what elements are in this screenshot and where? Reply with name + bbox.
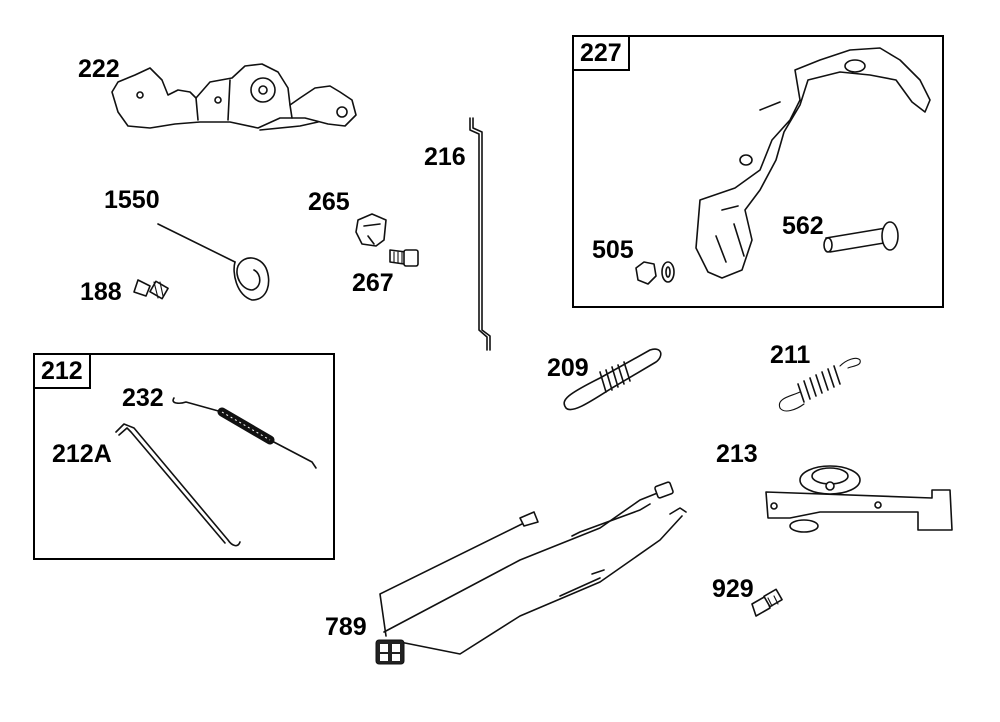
label-188: 188 bbox=[80, 278, 122, 306]
label-265: 265 bbox=[308, 188, 350, 216]
group-box-212: 212 bbox=[33, 353, 335, 560]
label-216: 216 bbox=[424, 143, 466, 171]
group-box-227-label: 227 bbox=[574, 37, 630, 71]
part-216-rod[interactable] bbox=[469, 117, 491, 351]
label-929: 929 bbox=[712, 575, 754, 603]
part-1550-spring[interactable] bbox=[157, 223, 270, 301]
part-789-wire-harness[interactable] bbox=[375, 481, 687, 665]
part-562-bolt[interactable] bbox=[823, 221, 899, 253]
part-232-spring[interactable] bbox=[172, 397, 317, 469]
label-232: 232 bbox=[122, 384, 164, 412]
label-789: 789 bbox=[325, 613, 367, 641]
part-212a-rod[interactable] bbox=[115, 423, 241, 547]
label-213: 213 bbox=[716, 440, 758, 468]
label-222: 222 bbox=[78, 55, 120, 83]
part-188-screw[interactable] bbox=[133, 279, 169, 300]
part-929-screw[interactable] bbox=[751, 588, 783, 617]
part-209-spring[interactable] bbox=[563, 348, 662, 411]
label-562: 562 bbox=[782, 212, 824, 240]
part-227-bracket[interactable] bbox=[695, 47, 931, 279]
part-505-nut-washer[interactable] bbox=[635, 261, 675, 285]
label-209: 209 bbox=[547, 354, 589, 382]
label-505: 505 bbox=[592, 236, 634, 264]
label-267: 267 bbox=[352, 269, 394, 297]
label-211: 211 bbox=[770, 341, 811, 369]
part-267-screw[interactable] bbox=[389, 249, 419, 267]
part-213-idler-bracket[interactable] bbox=[765, 465, 953, 533]
label-212a: 212A bbox=[52, 440, 112, 468]
group-box-212-label: 212 bbox=[35, 355, 91, 389]
label-1550: 1550 bbox=[104, 186, 160, 214]
part-222-control-bracket[interactable] bbox=[111, 63, 357, 131]
part-265-clip[interactable] bbox=[355, 213, 387, 247]
group-box-227: 227 bbox=[572, 35, 944, 308]
part-211-spring[interactable] bbox=[778, 357, 861, 412]
